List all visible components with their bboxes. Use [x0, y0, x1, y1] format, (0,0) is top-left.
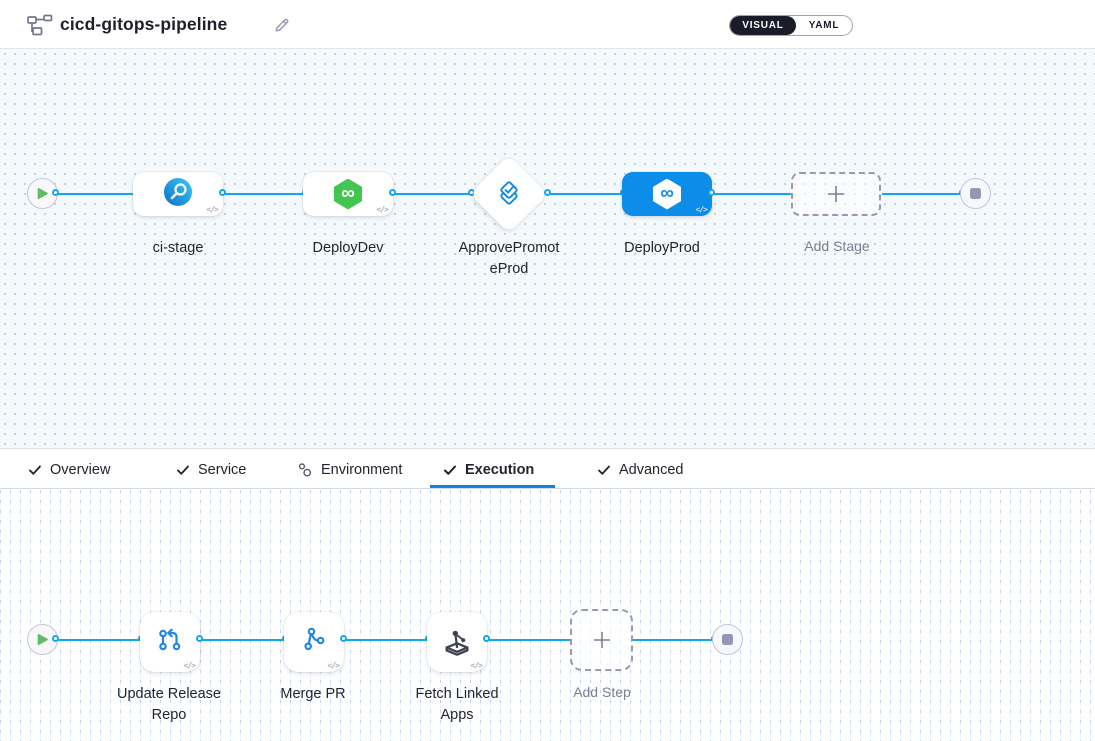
code-icon: </>	[184, 661, 195, 670]
stage-node-deploydev[interactable]: ∞ </>	[303, 172, 393, 216]
connector-line	[882, 193, 961, 195]
active-tab-underline	[430, 485, 555, 488]
pipeline-icon	[27, 14, 53, 41]
pipeline-title: cicd-gitops-pipeline	[60, 0, 227, 49]
check-icon	[28, 463, 42, 477]
connector-line	[713, 193, 791, 195]
ci-build-icon	[163, 177, 193, 212]
tab-advanced[interactable]: Advanced	[597, 450, 684, 489]
execution-step-canvas[interactable]: </> Update Release Repo </> Merge	[0, 490, 1095, 741]
approval-icon	[493, 178, 525, 210]
stage-node-ci-stage[interactable]: </>	[133, 172, 223, 216]
toggle-yaml-button[interactable]: YAML	[796, 16, 852, 35]
merge-pr-icon	[299, 625, 329, 660]
header: cicd-gitops-pipeline VISUAL YAML	[0, 0, 1095, 49]
connector-dot	[52, 189, 59, 196]
connector-dot	[544, 189, 551, 196]
step-label: Merge PR	[238, 684, 388, 705]
pipeline-end-node	[960, 178, 991, 209]
connector-line	[57, 193, 137, 195]
connector-dot	[340, 635, 347, 642]
play-icon	[36, 633, 49, 646]
stage-label: DeployDev	[273, 238, 423, 259]
code-icon: </>	[207, 205, 218, 214]
code-icon: </>	[377, 205, 388, 214]
code-icon: </>	[696, 205, 707, 214]
stage-label: DeployProd	[587, 238, 737, 259]
edit-pencil-icon[interactable]	[273, 16, 291, 39]
execution-end-node	[712, 624, 743, 655]
step-node-update-release-repo[interactable]: </>	[140, 612, 200, 672]
stage-config-tabbar: Overview Service Environment Execution A…	[0, 450, 1095, 489]
step-label: Fetch Linked Apps	[382, 684, 532, 726]
stage-canvas[interactable]: </> ci-stage ∞ </> DeployDev	[0, 49, 1095, 449]
update-release-repo-icon	[155, 625, 185, 660]
tab-overview[interactable]: Overview	[28, 450, 110, 489]
add-step-button[interactable]	[570, 609, 633, 671]
add-step-label: Add Step	[527, 682, 677, 703]
connector-dot	[708, 189, 715, 196]
connector-line	[224, 193, 304, 195]
step-label: Update Release Repo	[94, 684, 244, 726]
add-stage-label: Add Stage	[762, 236, 912, 257]
connector-line	[633, 639, 713, 641]
stage-node-approvepromoteprod[interactable]	[469, 154, 548, 233]
tab-environment[interactable]: Environment	[297, 450, 402, 489]
connector-line	[488, 639, 570, 641]
toggle-visual-button[interactable]: VISUAL	[730, 16, 796, 35]
cd-hexagon-icon: ∞	[334, 179, 362, 210]
connector-line	[57, 639, 140, 641]
check-icon	[176, 463, 190, 477]
add-stage-button[interactable]	[791, 172, 881, 216]
connector-line	[549, 193, 622, 195]
step-node-fetch-linked-apps[interactable]: </>	[427, 612, 487, 672]
code-icon: </>	[328, 661, 339, 670]
plus-icon	[825, 183, 847, 205]
tab-service[interactable]: Service	[176, 450, 246, 489]
code-icon: </>	[471, 661, 482, 670]
fetch-linked-apps-icon	[440, 623, 474, 662]
stage-node-deployprod-selected[interactable]: ∞ </>	[622, 172, 712, 216]
check-icon	[443, 463, 457, 477]
stage-label: ApprovePromot eProd	[434, 238, 584, 280]
step-node-merge-pr[interactable]: </>	[284, 612, 344, 672]
stop-icon	[970, 188, 981, 199]
plus-icon	[591, 629, 613, 651]
connector-dot	[389, 189, 396, 196]
tab-execution[interactable]: Execution	[443, 450, 534, 489]
environment-icon	[297, 462, 313, 478]
connector-dot	[196, 635, 203, 642]
play-icon	[36, 187, 49, 200]
connector-dot	[52, 635, 59, 642]
connector-line	[345, 639, 427, 641]
stage-label: ci-stage	[103, 238, 253, 259]
stop-icon	[722, 634, 733, 645]
check-icon	[597, 463, 611, 477]
connector-line	[394, 193, 470, 195]
visual-yaml-toggle: VISUAL YAML	[729, 15, 853, 36]
connector-line	[201, 639, 284, 641]
connector-dot	[219, 189, 226, 196]
cd-hexagon-icon: ∞	[653, 179, 681, 210]
connector-dot	[483, 635, 490, 642]
